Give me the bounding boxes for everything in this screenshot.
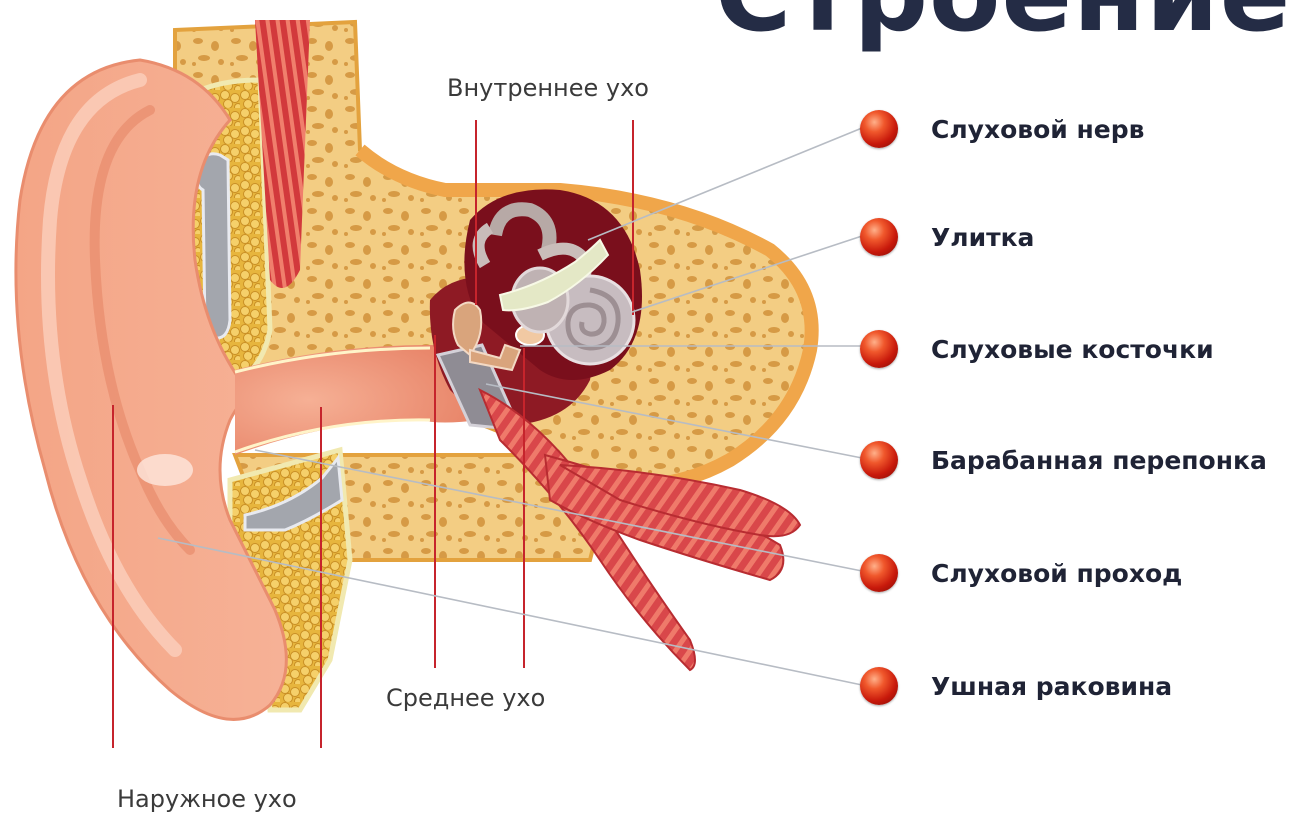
region-label-inner-ear: Внутреннее ухо — [447, 76, 649, 100]
marker-dot-icon — [860, 554, 898, 592]
region-label-outer-ear: Наружное ухо — [117, 787, 297, 811]
legend-label: Слуховые косточки — [931, 337, 1214, 362]
legend-label: Слуховой нерв — [931, 117, 1144, 142]
legend-label: Ушная раковина — [931, 674, 1172, 699]
marker-dot-icon — [860, 218, 898, 256]
marker-dot-icon — [860, 667, 898, 705]
marker-dot-icon — [860, 441, 898, 479]
region-label-middle-ear: Среднее ухо — [386, 686, 545, 710]
legend-label: Слуховой проход — [931, 561, 1182, 586]
marker-dot-icon — [860, 110, 898, 148]
legend-label: Улитка — [931, 225, 1034, 250]
page-title: Строение уха — [715, 0, 1300, 46]
marker-dot-icon — [860, 330, 898, 368]
legend-label: Барабанная перепонка — [931, 448, 1267, 473]
